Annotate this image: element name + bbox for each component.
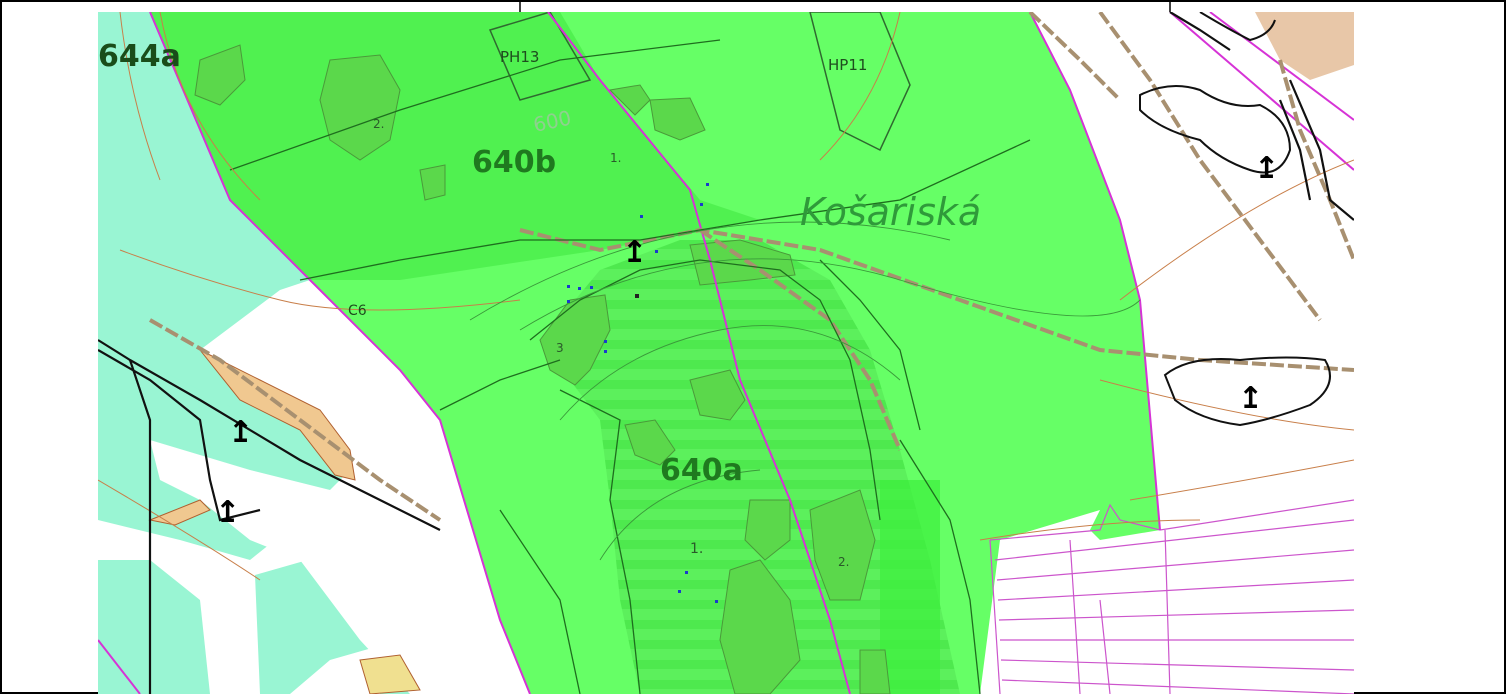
sand-patch (199, 349, 356, 481)
black-boundaries (98, 12, 1354, 694)
stand-label-ph13: PH13 (500, 48, 539, 66)
outlined-patch (1139, 85, 1292, 174)
meadow-area (98, 560, 210, 694)
stand-boundary-hp11 (809, 12, 911, 152)
parcel-label-644a: 644a (98, 39, 181, 74)
ownership-parcels (989, 499, 1354, 694)
forest-roads (149, 12, 1354, 522)
place-name-kosariska: Košariská (800, 190, 981, 234)
number-label: 1. (610, 151, 621, 165)
tree-symbol-icon: ↥ (228, 415, 253, 450)
number-label: 2. (373, 117, 384, 131)
green-contours (469, 221, 1141, 561)
sand-patch (148, 499, 211, 526)
outlined-patch (1163, 356, 1331, 427)
tree-symbol-icon: ↥ (215, 495, 240, 530)
parcel-label-640b: 640b (472, 145, 556, 180)
sand-patch (359, 654, 421, 694)
dense-patches (194, 44, 891, 694)
cleared-area (1255, 12, 1354, 80)
contour-lines (98, 12, 1354, 581)
number-label: 2. (838, 555, 849, 569)
tree-symbol-icon: ↥ (1254, 151, 1279, 186)
stand-boundary-ph13 (488, 12, 592, 101)
outlined-patch (1199, 12, 1276, 42)
number-label: 1. (690, 541, 703, 557)
number-label: 3 (556, 341, 564, 355)
tree-symbol-icon: ↥ (622, 235, 647, 270)
stand-label-hp11: HP11 (828, 56, 867, 74)
strip-band (880, 480, 940, 694)
forest-stand-640b (150, 12, 760, 280)
survey-point-dark (635, 294, 639, 298)
map-content (98, 12, 1354, 694)
district-boundary (98, 12, 1354, 694)
survey-points (567, 183, 718, 603)
parcel-label-640a: 640a (660, 453, 743, 488)
c6-label: C6 (348, 303, 367, 319)
tree-symbol-icon: ↥ (1238, 381, 1263, 416)
